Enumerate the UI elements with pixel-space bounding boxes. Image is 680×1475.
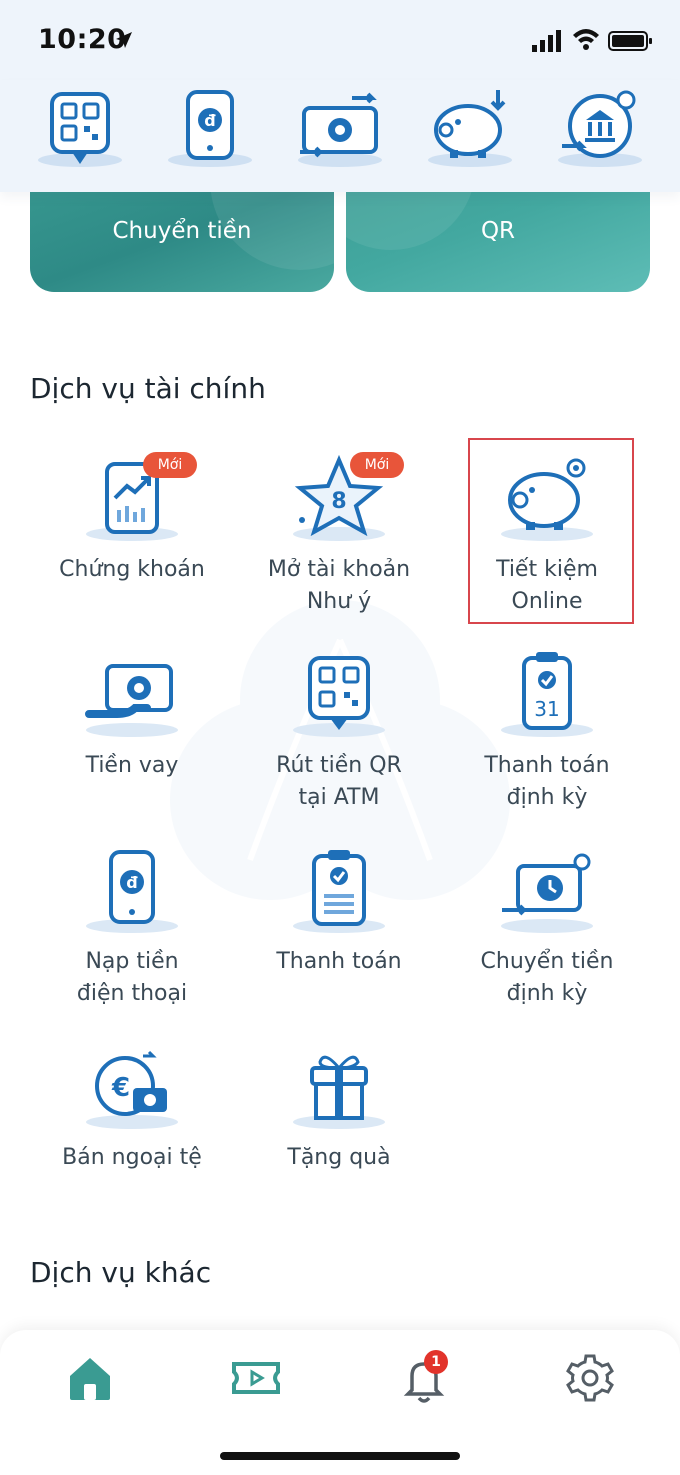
calendar-day: 31 xyxy=(534,697,559,721)
new-badge: Mới xyxy=(143,452,197,478)
star-number: 8 xyxy=(331,489,346,514)
status-time: 10:20 xyxy=(38,24,127,55)
location-arrow-icon xyxy=(116,32,132,48)
money-transfer-icon xyxy=(298,92,382,167)
battery-icon xyxy=(608,31,652,51)
notification-count-badge: 1 xyxy=(424,1350,448,1374)
svg-text:đ: đ xyxy=(204,111,216,130)
quick-action-qr-withdraw[interactable] xyxy=(32,84,128,180)
svg-text:đ: đ xyxy=(126,873,138,892)
service-label: Tặng quà xyxy=(287,1145,391,1170)
service-label: Chứng khoán xyxy=(59,557,205,582)
service-chung-khoan[interactable]: Mới Chứng khoán xyxy=(37,450,227,586)
quick-action-bank-transfer[interactable] xyxy=(552,84,648,180)
service-label: Bán ngoại tệ xyxy=(62,1145,202,1170)
nav-home[interactable] xyxy=(60,1348,120,1408)
gear-icon xyxy=(566,1354,614,1402)
calendar-clipboard-icon: 31 xyxy=(501,652,593,737)
service-tang-qua[interactable]: Tặng quà xyxy=(244,1038,434,1174)
service-thanh-toan[interactable]: Thanh toán xyxy=(244,842,434,978)
quick-action-savings-deposit[interactable] xyxy=(422,84,518,180)
stock-chart-icon xyxy=(86,462,178,541)
other-services-title: Dịch vụ khác xyxy=(30,1256,212,1289)
phone-topup-icon: đ xyxy=(86,850,178,933)
service-label: Thanh toán xyxy=(276,949,402,974)
home-indicator xyxy=(220,1452,460,1460)
financial-services-title: Dịch vụ tài chính xyxy=(30,372,266,405)
phone-topup-icon: đ xyxy=(168,90,252,167)
quick-action-phone-topup[interactable]: đ xyxy=(162,84,258,180)
gift-box-icon xyxy=(293,1055,385,1129)
currency-exchange-icon: € xyxy=(86,1050,178,1129)
quick-actions-bar: đ xyxy=(0,80,680,192)
bank-transfer-icon xyxy=(558,90,642,167)
qr-card-label: QR xyxy=(480,218,516,244)
scheduled-transfer-icon xyxy=(501,853,593,933)
new-badge: Mới xyxy=(350,452,404,478)
svg-text:€: € xyxy=(111,1073,130,1103)
qr-withdraw-icon xyxy=(293,656,385,737)
bill-clipboard-icon xyxy=(293,850,385,933)
nav-settings[interactable] xyxy=(560,1348,620,1408)
qr-download-icon xyxy=(38,92,122,167)
status-bar: 10:20 xyxy=(0,0,680,80)
service-tien-vay[interactable]: Tiền vay xyxy=(37,646,227,782)
bottom-navigation: 1 xyxy=(0,1330,680,1475)
service-ban-ngoai-te[interactable]: € Bán ngoại tệ xyxy=(37,1038,227,1174)
service-label: Tiền vay xyxy=(85,753,179,778)
quick-action-transfer[interactable] xyxy=(292,84,388,180)
piggy-deposit-icon xyxy=(428,90,512,167)
transfer-card-label: Chuyển tiền xyxy=(112,218,252,244)
cellular-signal-icon xyxy=(532,30,561,52)
wifi-icon xyxy=(573,29,599,50)
nav-notifications[interactable]: 1 xyxy=(394,1348,454,1408)
piggy-bank-icon xyxy=(501,458,593,541)
video-ticket-icon xyxy=(232,1362,280,1394)
highlight-box xyxy=(468,438,634,624)
home-icon xyxy=(70,1358,110,1400)
loan-hand-icon xyxy=(85,664,178,737)
nav-media[interactable] xyxy=(226,1348,286,1408)
